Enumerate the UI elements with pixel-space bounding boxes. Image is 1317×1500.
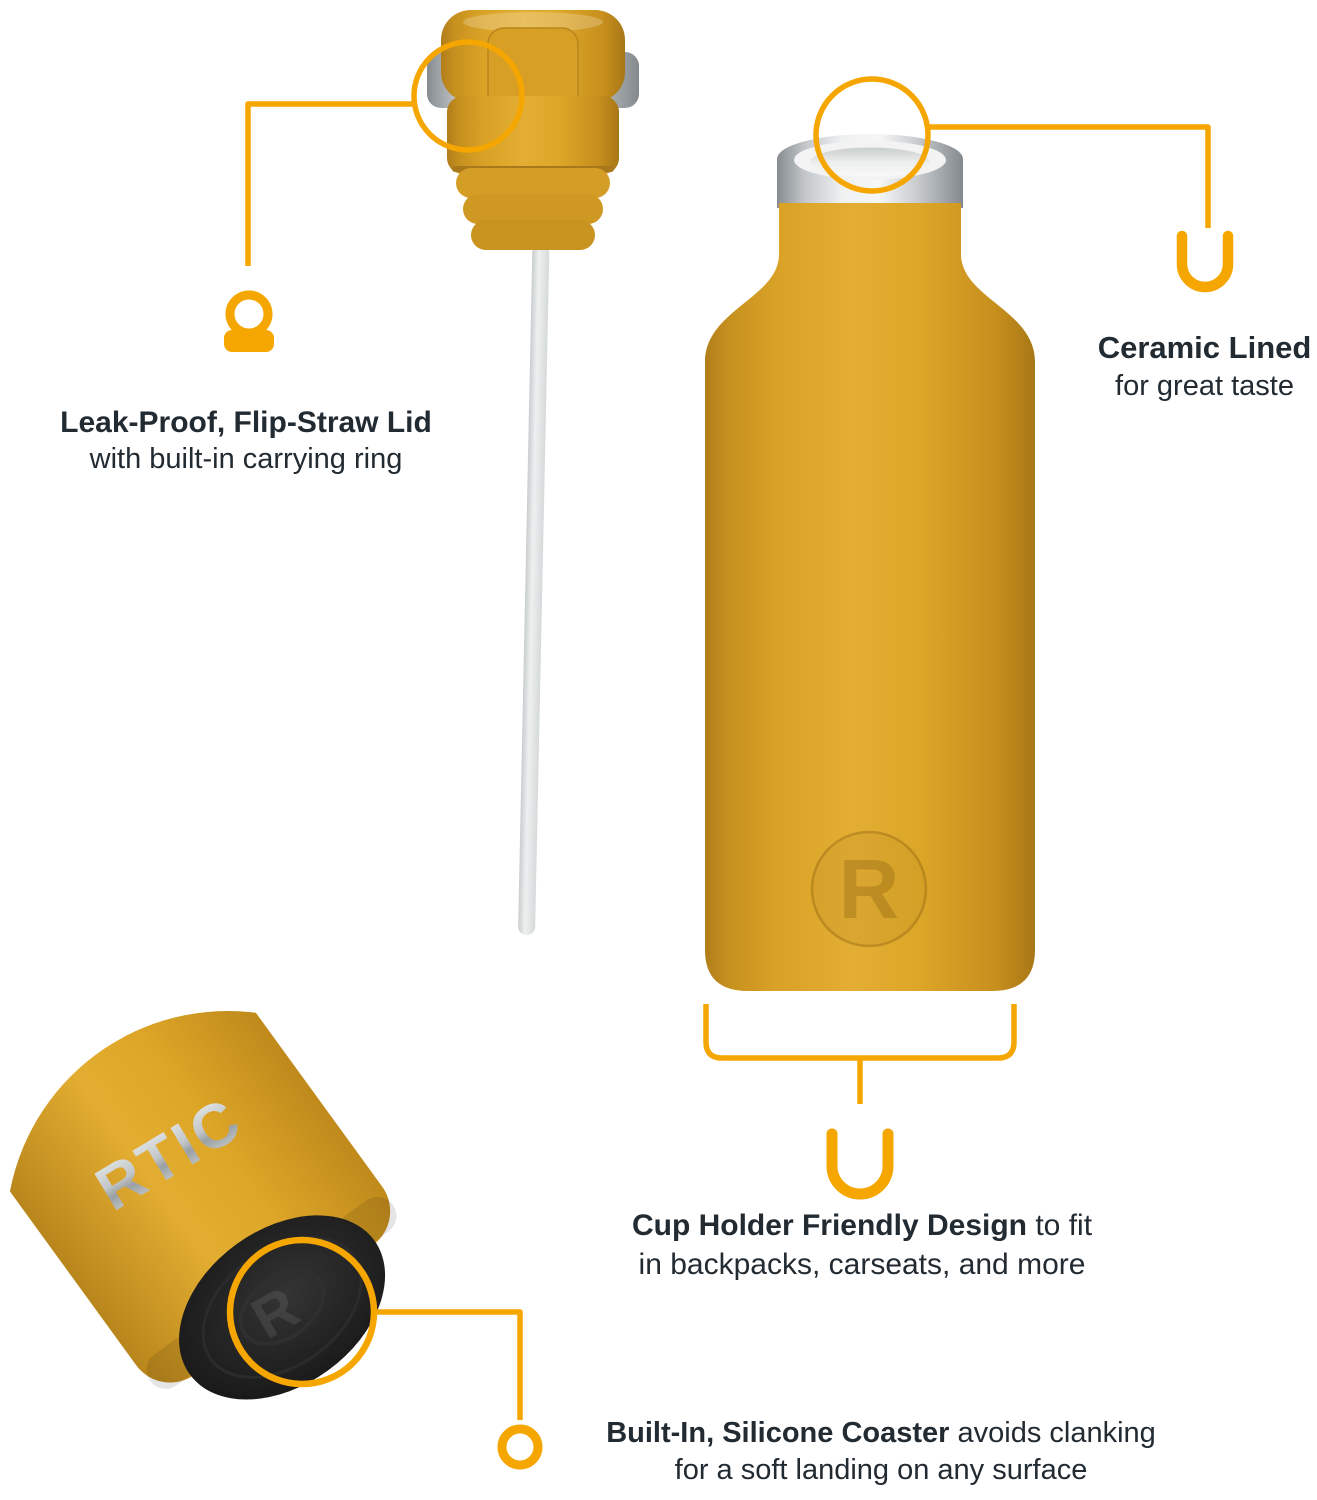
callout-graphics bbox=[224, 39, 1234, 1470]
ceramic-callout-title: Ceramic Lined bbox=[1097, 330, 1312, 365]
rtic-emboss-ring bbox=[810, 830, 928, 948]
lid-thread-2 bbox=[463, 194, 603, 224]
coaster-line1: Built-In, Silicone Coaster avoids clanki… bbox=[556, 1415, 1206, 1452]
straw-tube bbox=[518, 245, 550, 935]
coaster-title-rest: avoids clanking bbox=[949, 1417, 1156, 1449]
cup-holder-bracket bbox=[703, 1004, 1017, 1061]
cup-holder-icon bbox=[826, 1128, 894, 1200]
lid-top-highlight bbox=[463, 12, 603, 32]
cup-holder-title-bold: Cup Holder Friendly Design bbox=[631, 1209, 1027, 1242]
bottle-mouth-interior bbox=[810, 147, 930, 177]
bottle-base-inset: RTIC R bbox=[6, 1011, 450, 1455]
ceramic-callout-subtitle: for great taste bbox=[1115, 370, 1294, 402]
bottle: R bbox=[705, 134, 1035, 991]
coaster-title-bold: Built-In, Silicone Coaster bbox=[606, 1417, 950, 1449]
lid-thread-3 bbox=[471, 220, 595, 250]
ceramic-callout-label: Ceramic Lined for great taste bbox=[1047, 329, 1317, 405]
coaster-center-ring bbox=[238, 1269, 326, 1346]
cup-holder-callout-label: Cup Holder Friendly Design to fit in bac… bbox=[562, 1206, 1162, 1284]
flip-straw bbox=[518, 245, 550, 935]
lid-callout-label: Leak-Proof, Flip-Straw Lid with built-in… bbox=[20, 404, 472, 478]
cup-holder-line2: in backpacks, carseats, and more bbox=[638, 1248, 1086, 1281]
lid-thread-1 bbox=[456, 168, 610, 198]
coaster-callout-line bbox=[374, 1309, 523, 1420]
ceramic-callout-line bbox=[928, 124, 1211, 228]
bottle-body bbox=[705, 203, 1035, 991]
lid-callout-line bbox=[245, 101, 414, 266]
coaster-ring-icon bbox=[497, 1424, 543, 1470]
coaster-line2: for a soft landing on any surface bbox=[674, 1454, 1088, 1486]
lid-callout-subtitle: with built-in carrying ring bbox=[89, 443, 403, 475]
cup-holder-line1: Cup Holder Friendly Design to fit bbox=[562, 1206, 1162, 1245]
lid-callout-title: Leak-Proof, Flip-Straw Lid bbox=[60, 406, 432, 439]
carrying-ring-icon bbox=[224, 290, 274, 352]
cup-holder-title-rest: to fit bbox=[1027, 1209, 1093, 1242]
ceramic-lined-icon bbox=[1176, 230, 1234, 293]
inset-bottle-body bbox=[6, 1011, 391, 1383]
coaster-callout-label: Built-In, Silicone Coaster avoids clanki… bbox=[556, 1415, 1206, 1489]
rtic-emboss-letter: R bbox=[839, 842, 900, 936]
silicone-coaster bbox=[179, 1215, 386, 1400]
ceramic-callout-circle bbox=[813, 76, 931, 194]
lid-callout-circle bbox=[411, 39, 525, 153]
lid-skirt bbox=[447, 96, 619, 174]
flip-straw-lid bbox=[427, 10, 639, 250]
